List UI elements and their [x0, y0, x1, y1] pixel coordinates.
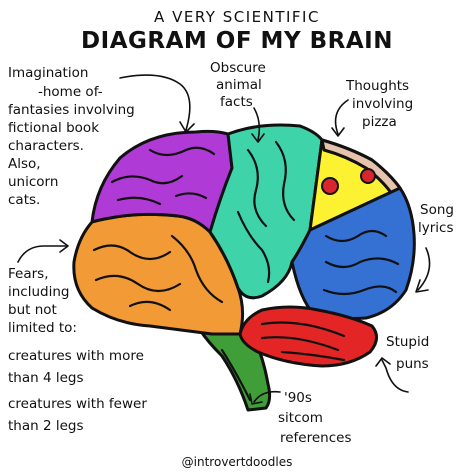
arrow-pizza: [334, 99, 349, 135]
label-song: Song lyrics: [418, 202, 454, 236]
label-imagination: Imagination -home of- fantasies involvin…: [8, 65, 135, 208]
fears-line-5: creatures with more: [8, 348, 144, 364]
arrow-fears: [17, 245, 67, 263]
arrow-sitcom: [253, 390, 281, 403]
pepperoni-1: [321, 177, 339, 195]
arrow-puns: [381, 359, 409, 393]
puns-line-2: puns: [396, 356, 429, 372]
pizza-line-3: pizza: [362, 114, 397, 130]
imagination-line-5: characters.: [8, 138, 84, 154]
imagination-line-3: fantasies involving: [8, 102, 135, 118]
arrow-fears-head: [59, 239, 69, 253]
imagination-line-6: Also,: [8, 156, 41, 172]
fears-line-2: including: [8, 284, 69, 300]
imagination-line-7: unicorn: [8, 174, 58, 190]
arrow-obscure: [253, 107, 261, 141]
label-fears: Fears, including but not limited to: cre…: [8, 266, 147, 434]
title-line-1: A VERY SCIENTIFIC: [154, 8, 320, 26]
fears-line-4: limited to:: [8, 320, 77, 336]
fears-line-6: than 4 legs: [8, 370, 84, 386]
fears-line-3: but not: [8, 302, 57, 318]
song-line-2: lyrics: [418, 220, 454, 236]
puns-line-1: Stupid: [386, 334, 429, 350]
label-pizza: Thoughts involving pizza: [345, 78, 413, 130]
label-arrows: [17, 74, 431, 405]
fears-line-8: than 2 legs: [8, 418, 84, 434]
sitcom-line-1: '90s: [284, 390, 312, 406]
imagination-line-2: -home of-: [38, 84, 103, 100]
imagination-line-1: Imagination: [8, 65, 88, 81]
song-line-1: Song: [420, 202, 454, 218]
credit-handle: @introvertdoodles: [182, 455, 293, 469]
sitcom-line-3: references: [280, 430, 352, 446]
arrow-pizza-head: [331, 127, 345, 137]
arrow-imagination-head: [179, 121, 195, 133]
label-puns: Stupid puns: [386, 334, 429, 372]
arrow-song: [417, 247, 431, 291]
pepperoni-2: [360, 168, 376, 184]
imagination-line-8: cats.: [8, 192, 40, 208]
arrow-song-head: [415, 279, 429, 293]
pizza-line-2: involving: [352, 96, 413, 112]
imagination-line-4: fictional book: [8, 120, 99, 136]
arrow-obscure-head: [251, 133, 265, 143]
arrow-imagination: [119, 74, 191, 131]
obscure-line-3: facts: [220, 94, 253, 110]
pizza-line-1: Thoughts: [345, 78, 409, 94]
label-sitcom: '90s sitcom references: [278, 390, 352, 446]
label-obscure: Obscure animal facts: [210, 60, 266, 110]
arrow-puns-head: [375, 357, 391, 367]
brain-folds: [92, 140, 400, 402]
sitcom-line-2: sitcom: [278, 410, 323, 426]
obscure-facts-region: [208, 123, 324, 300]
arrow-sitcom-head: [249, 393, 263, 405]
fears-line-1: Fears,: [8, 266, 48, 282]
fears-line-7: creatures with fewer: [8, 396, 147, 412]
title-line-2: DIAGRAM OF MY BRAIN: [81, 28, 393, 54]
obscure-line-1: Obscure: [210, 60, 266, 76]
obscure-line-2: animal: [216, 77, 262, 93]
